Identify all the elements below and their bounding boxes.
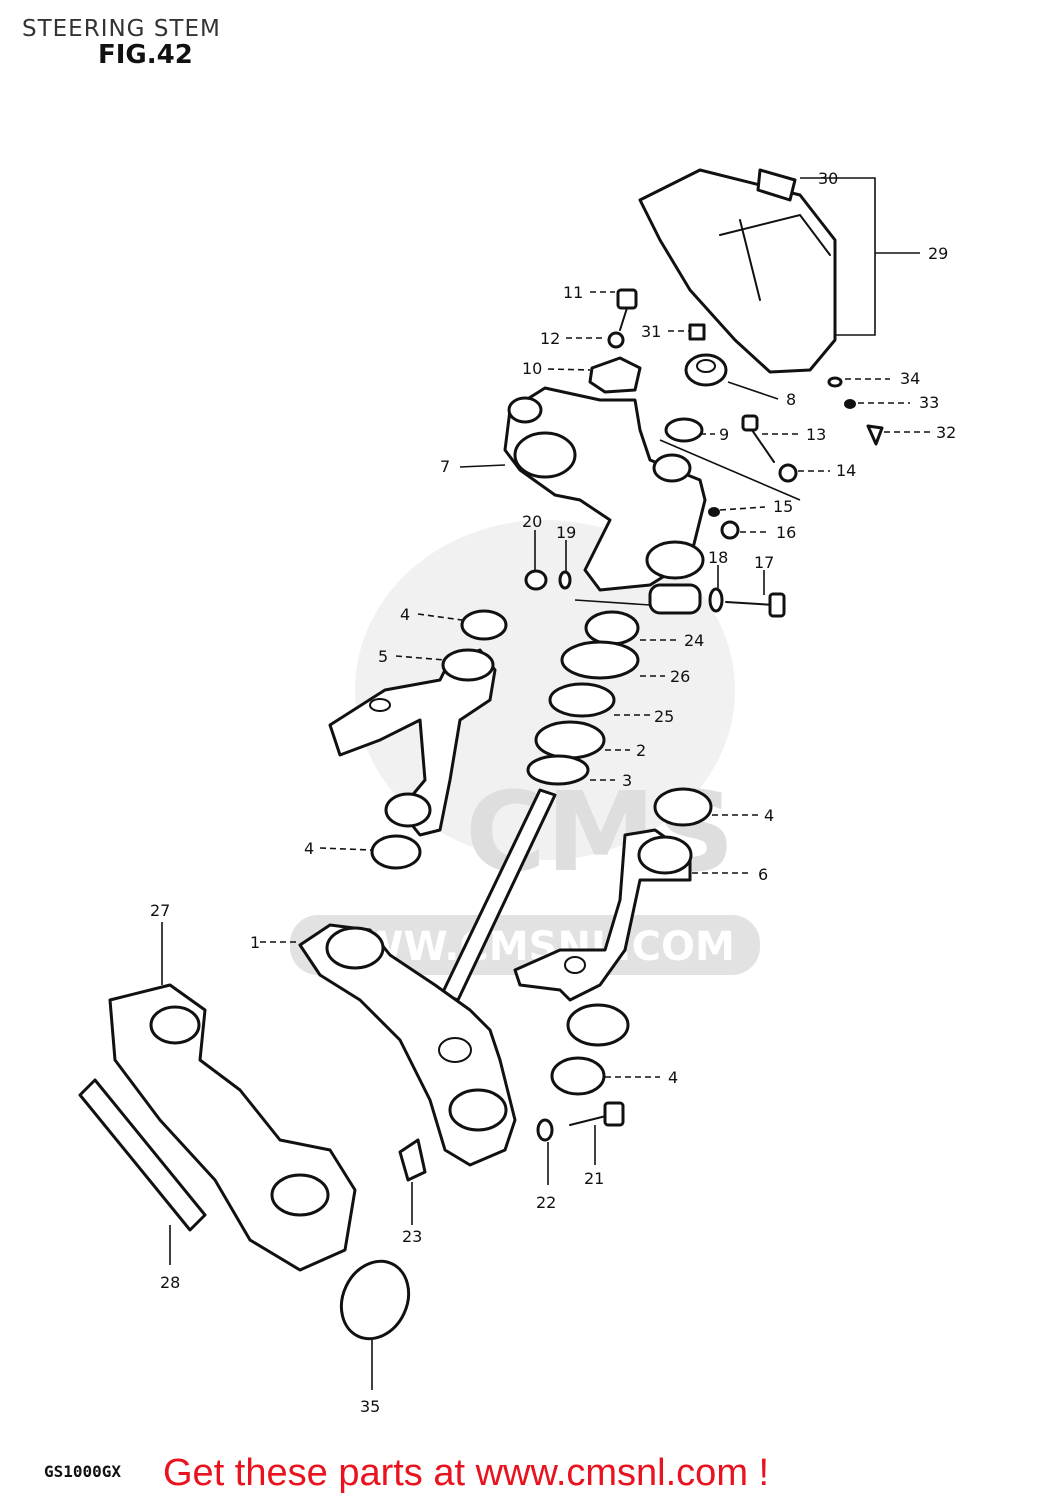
watermark-banner xyxy=(290,915,760,975)
part-35-cap xyxy=(339,1259,411,1341)
part-34-washer xyxy=(827,376,843,388)
part-4-race-top-left xyxy=(460,609,508,641)
callout-4d: 4 xyxy=(668,1068,678,1087)
part-4-race-bottom-right xyxy=(550,1056,606,1096)
part-20-cap xyxy=(524,569,548,591)
part-11-bolt xyxy=(616,288,638,331)
callout-4c: 4 xyxy=(304,839,314,858)
callout-18: 18 xyxy=(708,548,728,567)
part-25-bearing xyxy=(548,682,616,718)
callout-labels: 30 29 11 12 31 10 8 34 33 32 9 13 14 7 1… xyxy=(150,169,956,1416)
part-5-bracket xyxy=(328,648,497,837)
part-4-race-top-right xyxy=(653,787,713,827)
part-22-washer xyxy=(536,1118,554,1142)
callout-21: 21 xyxy=(584,1169,604,1188)
page-title: STEERING STEM xyxy=(22,16,221,42)
callout-25: 25 xyxy=(654,707,674,726)
part-15-washer xyxy=(708,507,720,517)
part-3-seal xyxy=(526,754,590,786)
part-18-washer xyxy=(708,587,724,613)
leader-lines xyxy=(161,177,930,1390)
part-27-lower-cover xyxy=(108,983,357,1272)
callout-2: 2 xyxy=(636,741,646,760)
figure-number: FIG.42 xyxy=(98,40,193,70)
callout-32: 32 xyxy=(936,423,956,442)
part-33-grommet xyxy=(844,399,856,409)
callout-28: 28 xyxy=(160,1273,180,1292)
part-26-washer xyxy=(560,640,640,680)
part-clamp-block xyxy=(648,583,702,615)
callout-6: 6 xyxy=(758,865,768,884)
callout-19: 19 xyxy=(556,523,576,542)
part-8-nut xyxy=(684,353,728,387)
callout-15: 15 xyxy=(773,497,793,516)
callout-4a: 4 xyxy=(400,605,410,624)
callout-31: 31 xyxy=(641,322,661,341)
callout-5: 5 xyxy=(378,647,388,666)
callout-14: 14 xyxy=(836,461,856,480)
part-28-emblem xyxy=(78,1078,207,1232)
callout-8: 8 xyxy=(786,390,796,409)
part-13-bolt xyxy=(741,414,775,463)
callout-7: 7 xyxy=(440,457,450,476)
callout-16: 16 xyxy=(776,523,796,542)
callout-3: 3 xyxy=(622,771,632,790)
part-23-clip xyxy=(398,1138,427,1182)
promo-link[interactable]: Get these parts at www.cmsnl.com ! xyxy=(163,1452,770,1494)
part-7-upper-bracket xyxy=(503,386,707,592)
part-16-nut xyxy=(720,520,740,540)
part-24-nut xyxy=(584,610,640,646)
part-2-bearing xyxy=(534,720,606,760)
callout-12: 12 xyxy=(540,329,560,348)
part-30-badge xyxy=(756,168,797,202)
callout-20: 20 xyxy=(522,512,542,531)
callout-11: 11 xyxy=(563,283,583,302)
callout-24: 24 xyxy=(684,631,704,650)
part-31-plate xyxy=(688,323,706,341)
part-17-bolt xyxy=(725,592,786,618)
callout-9: 9 xyxy=(719,425,729,444)
callout-1: 1 xyxy=(250,933,260,952)
part-32-screw xyxy=(866,424,884,446)
part-21-bolt xyxy=(569,1101,625,1127)
part-6-bracket xyxy=(513,828,693,1047)
part-12-washer xyxy=(607,331,625,349)
callout-30: 30 xyxy=(818,169,838,188)
callout-33: 33 xyxy=(919,393,939,412)
part-14-nut xyxy=(778,463,798,483)
callout-34: 34 xyxy=(900,369,920,388)
callout-22: 22 xyxy=(536,1193,556,1212)
model-code: GS1000GX xyxy=(44,1462,122,1481)
callout-23: 23 xyxy=(402,1227,422,1246)
part-1-lower-bracket xyxy=(298,923,517,1167)
callout-13: 13 xyxy=(806,425,826,444)
callout-27: 27 xyxy=(150,901,170,920)
callout-4b: 4 xyxy=(764,806,774,825)
callout-29: 29 xyxy=(928,244,948,263)
part-9-washer xyxy=(664,417,704,443)
part-19-washer xyxy=(558,570,572,590)
callout-10: 10 xyxy=(522,359,542,378)
callout-26: 26 xyxy=(670,667,690,686)
part-29-handlebar-cover xyxy=(638,168,837,374)
callout-17: 17 xyxy=(754,553,774,572)
callout-35: 35 xyxy=(360,1397,380,1416)
part-4-race-bottom-left xyxy=(370,834,422,870)
part-10-clamp xyxy=(588,356,642,394)
